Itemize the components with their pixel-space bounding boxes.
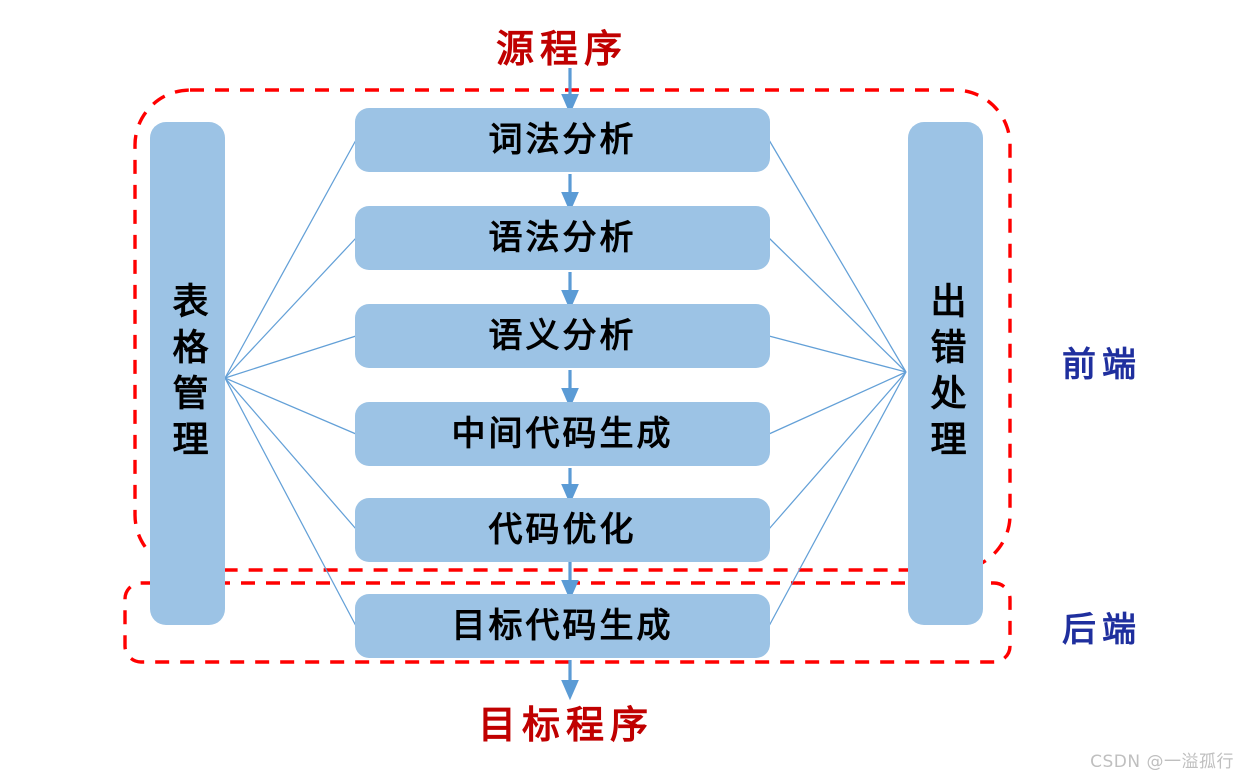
error-handling-connectors bbox=[768, 139, 907, 627]
side-box-table-management[interactable]: 表格管理 bbox=[150, 122, 225, 625]
front-end-region-label: 前端 bbox=[1062, 345, 1142, 385]
side-box-error-handling[interactable]: 出错处理 bbox=[908, 122, 983, 625]
stage-label-lexical-analysis: 词法分析 bbox=[488, 120, 637, 160]
side-box-error-handling-label: 出错处理 bbox=[924, 281, 967, 466]
csdn-watermark: CSDN @一溢孤行 bbox=[1090, 752, 1234, 772]
stage-box-code-optimization[interactable]: 代码优化 bbox=[355, 498, 770, 562]
stage-label-target-code-generation: 目标代码生成 bbox=[451, 606, 674, 646]
back-end-region-label: 后端 bbox=[1062, 610, 1142, 650]
stage-label-semantic-analysis: 语义分析 bbox=[488, 316, 637, 356]
side-box-table-management-label: 表格管理 bbox=[166, 281, 209, 466]
stage-box-target-code-generation[interactable]: 目标代码生成 bbox=[355, 594, 770, 658]
table-management-connectors bbox=[224, 139, 357, 627]
target-program-label: 目标程序 bbox=[478, 702, 655, 747]
source-program-label: 源程序 bbox=[496, 26, 629, 71]
stage-box-semantic-analysis[interactable]: 语义分析 bbox=[355, 304, 770, 368]
stage-box-syntax-analysis[interactable]: 语法分析 bbox=[355, 206, 770, 270]
stage-label-intermediate-code-generation: 中间代码生成 bbox=[451, 414, 674, 454]
stage-box-intermediate-code-generation[interactable]: 中间代码生成 bbox=[355, 402, 770, 466]
stage-label-syntax-analysis: 语法分析 bbox=[488, 218, 637, 258]
stage-box-lexical-analysis[interactable]: 词法分析 bbox=[355, 108, 770, 172]
stage-label-code-optimization: 代码优化 bbox=[488, 510, 637, 550]
